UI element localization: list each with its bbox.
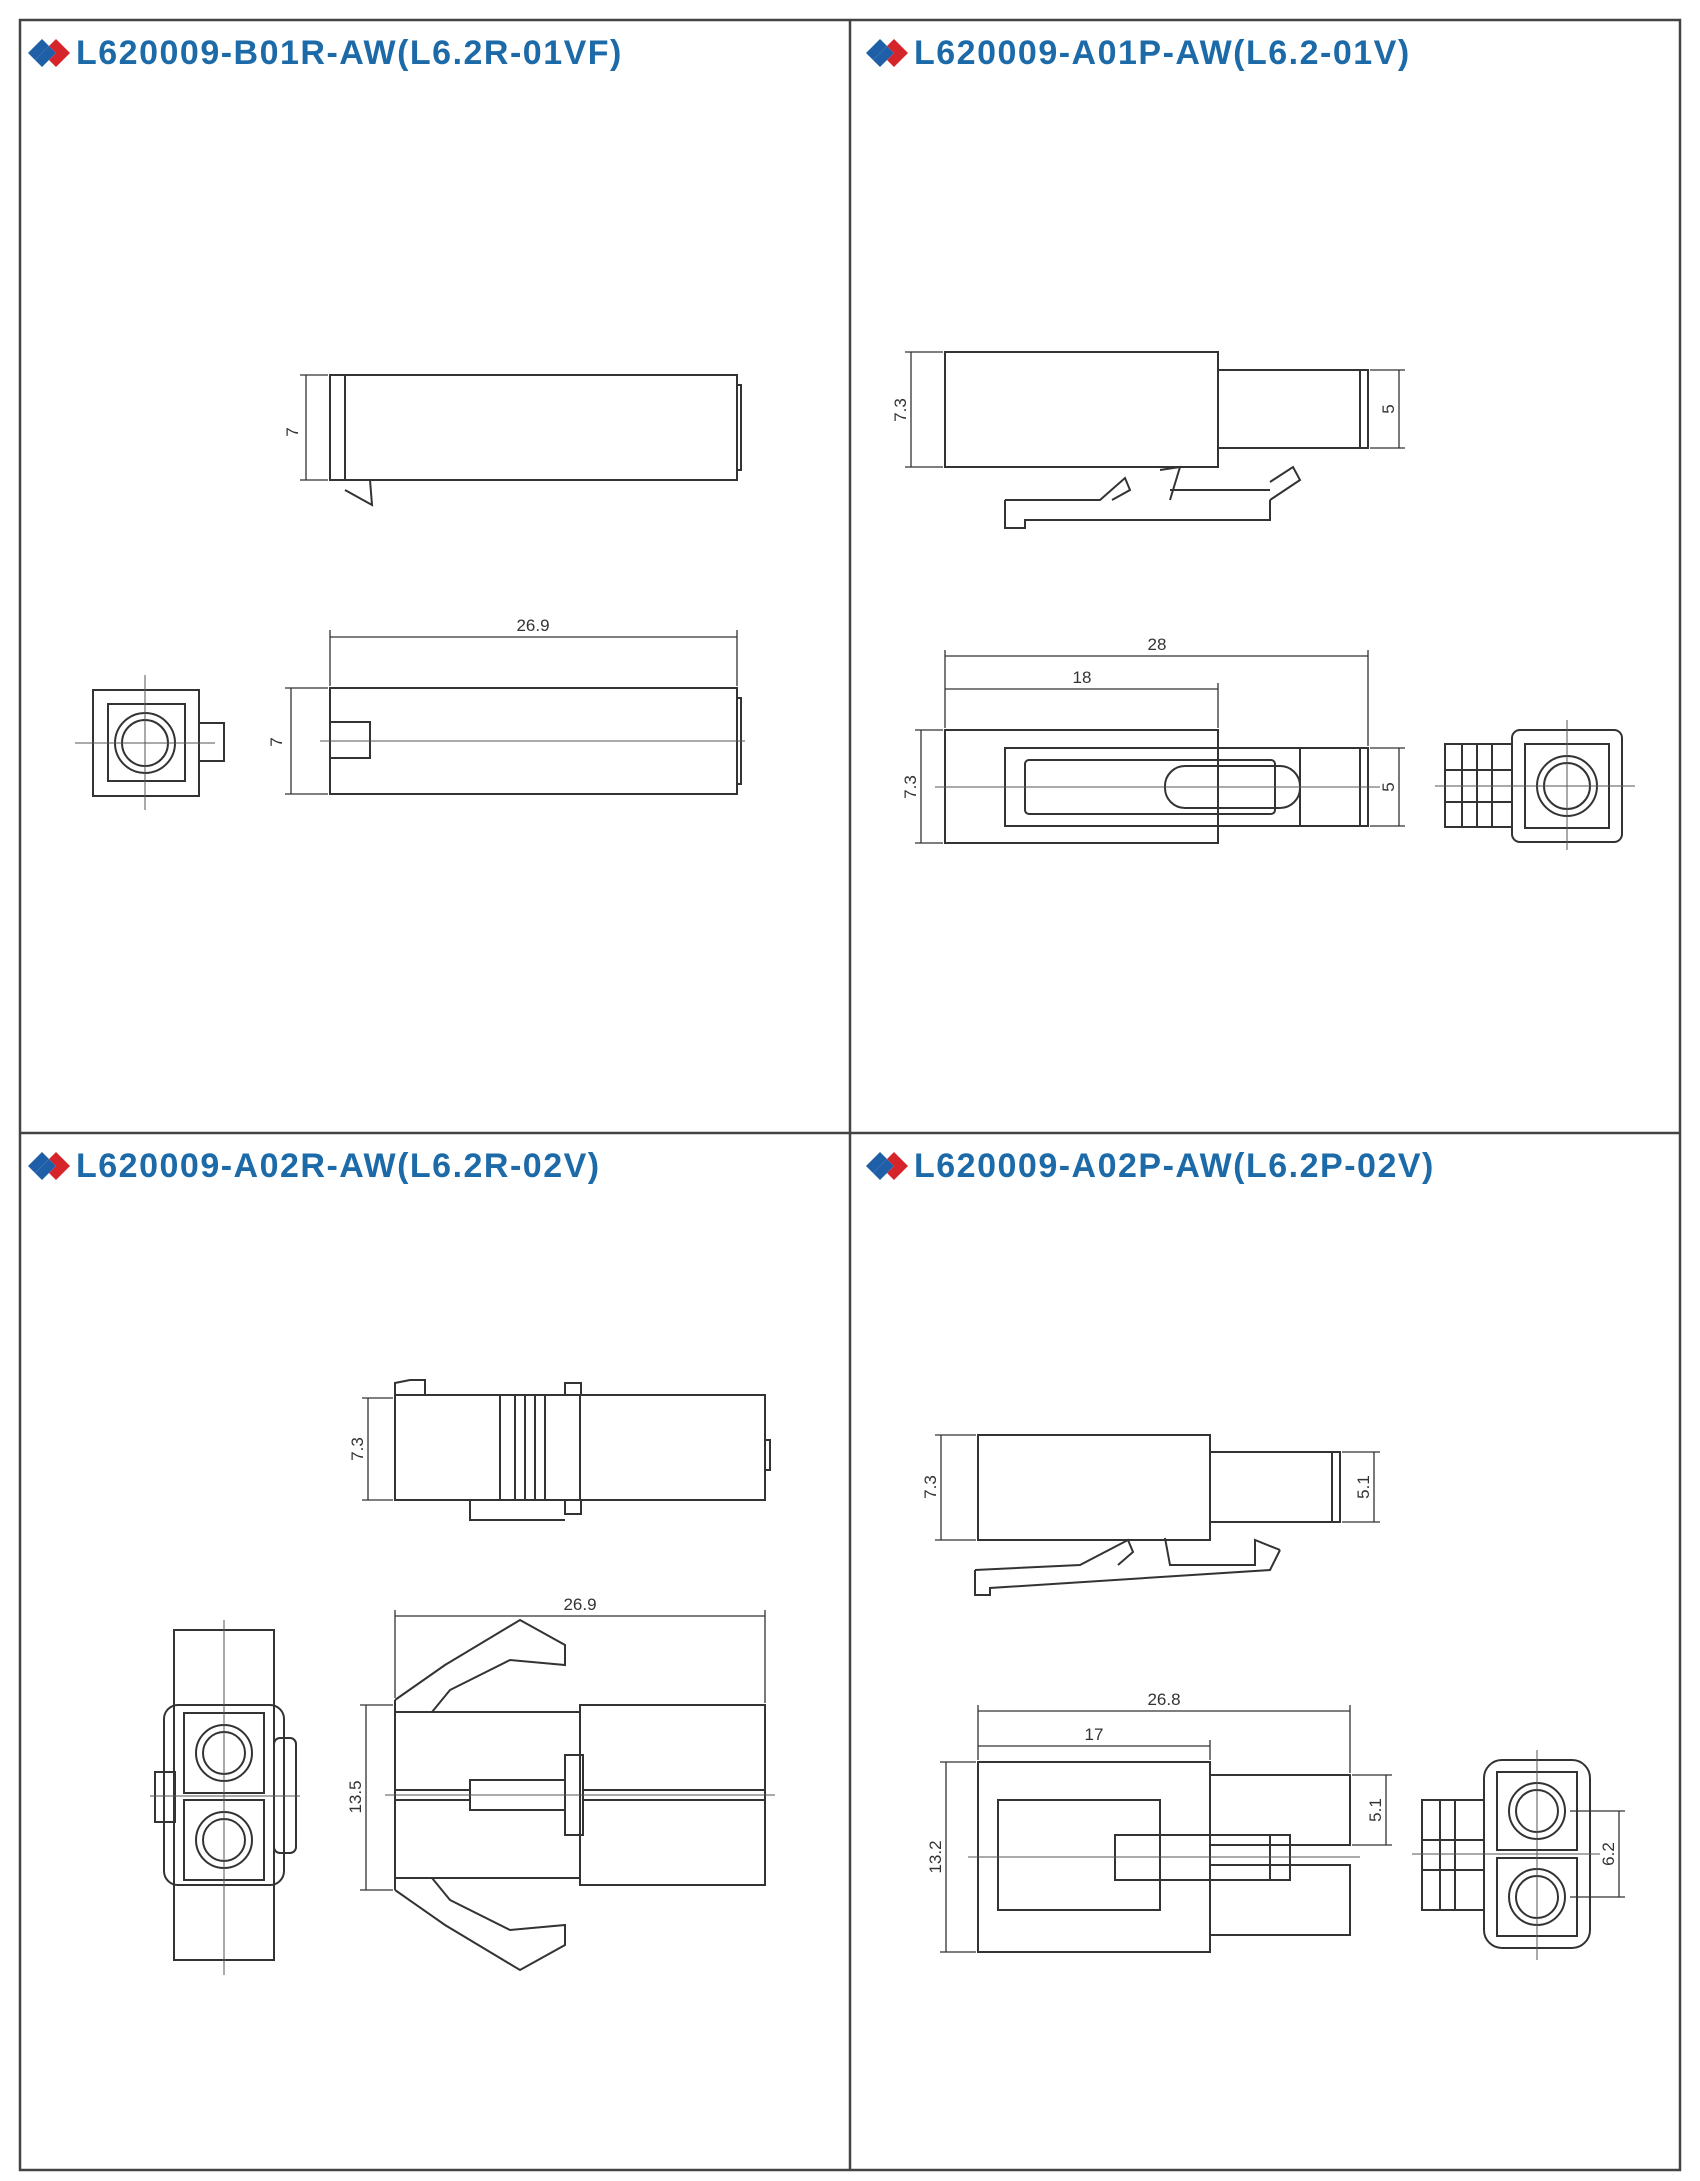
panel-title-3: L620009-A02R-AW(L6.2R-02V) bbox=[76, 1147, 601, 1185]
dim-label: 13.2 bbox=[926, 1840, 945, 1873]
panel-3-front-view bbox=[150, 1620, 300, 1975]
brand-diamond-icon bbox=[866, 1152, 908, 1180]
panel-2-end-view bbox=[1435, 720, 1635, 850]
brand-diamond-icon bbox=[866, 39, 908, 67]
dim-label: 5.1 bbox=[1354, 1475, 1373, 1499]
panel-4-top-view bbox=[940, 1705, 1392, 1953]
dim-label: 5 bbox=[1379, 782, 1398, 791]
dim-label: 26.9 bbox=[563, 1595, 596, 1614]
dim-label: 6.2 bbox=[1599, 1842, 1618, 1866]
brand-diamond-icon bbox=[28, 39, 70, 67]
dim-label: 13.5 bbox=[346, 1780, 365, 1813]
brand-diamond-icon bbox=[28, 1152, 70, 1180]
dim-label: 5 bbox=[1379, 404, 1398, 413]
panel-1-front-view bbox=[75, 675, 225, 810]
dim-label: 7.3 bbox=[901, 775, 920, 799]
panel-4-end-view bbox=[1412, 1750, 1625, 1960]
dim-label: 7 bbox=[267, 737, 286, 746]
panel-3-top-view bbox=[360, 1610, 775, 1972]
panel-grid bbox=[18, 18, 1682, 2172]
panel-title-4: L620009-A02P-AW(L6.2P-02V) bbox=[914, 1147, 1435, 1185]
dim-label: 28 bbox=[1148, 635, 1167, 654]
dim-label: 5.1 bbox=[1366, 1798, 1385, 1822]
panel-1-top-view bbox=[285, 630, 745, 795]
dim-label: 7.3 bbox=[348, 1437, 367, 1461]
dim-label: 7 bbox=[283, 427, 302, 436]
dim-label: 18 bbox=[1073, 668, 1092, 687]
panel-title-1: L620009-B01R-AW(L6.2R-01VF) bbox=[76, 34, 623, 72]
panel-title-2: L620009-A01P-AW(L6.2-01V) bbox=[914, 34, 1411, 72]
dim-label: 17 bbox=[1085, 1725, 1104, 1744]
panel-1-side-view bbox=[300, 374, 742, 507]
panel-3-side-view bbox=[362, 1379, 771, 1521]
dim-label: 7.3 bbox=[921, 1475, 940, 1499]
dim-label: 26.8 bbox=[1147, 1690, 1180, 1709]
panel-2-side-view bbox=[905, 351, 1405, 529]
dim-label: 26.9 bbox=[516, 616, 549, 635]
dim-label: 7.3 bbox=[891, 398, 910, 422]
panel-2-top-view bbox=[915, 650, 1405, 844]
panel-4-side-view bbox=[935, 1434, 1380, 1596]
